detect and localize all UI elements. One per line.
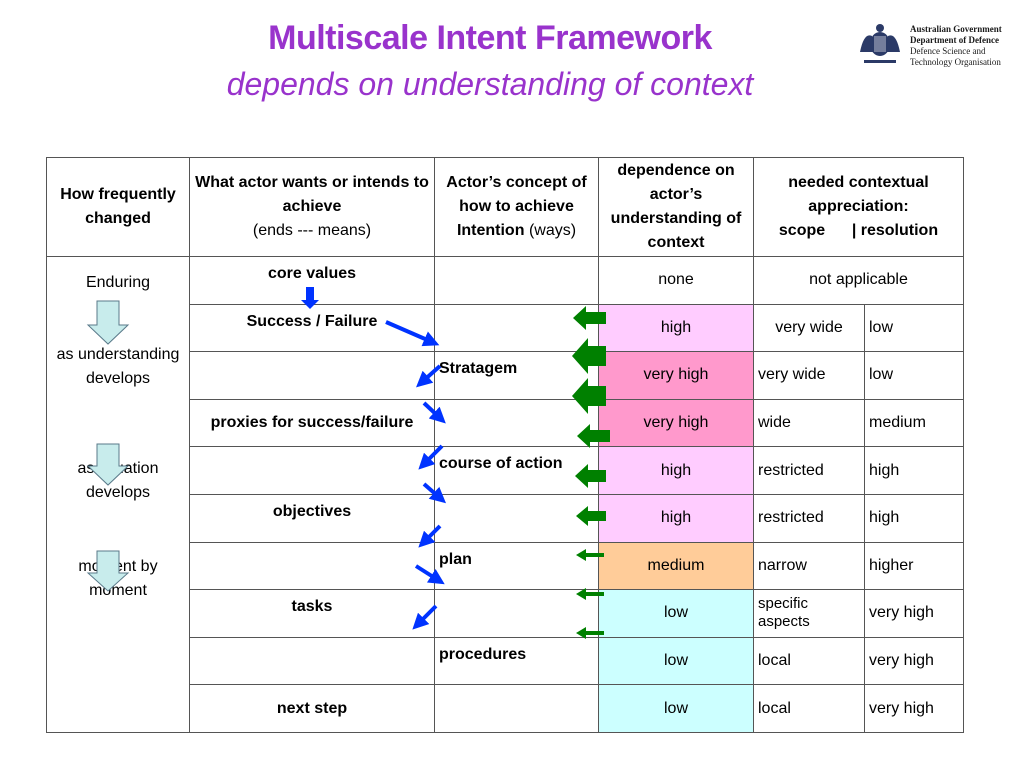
label-as-situation: as situation develops [77,460,159,501]
concept-cell [434,256,599,305]
concept-cell [434,493,599,543]
intent-cell: core values [189,256,435,305]
resolution-cell: low [864,351,964,400]
logo-text: Australian Government Department of Defe… [910,24,1002,68]
frequency-cell: Enduring as understanding develops as si… [46,256,190,733]
scope-cell: narrow [753,541,865,591]
concept-cell [434,398,599,448]
concept-cell: procedures [434,636,599,686]
coat-of-arms-icon [860,24,900,63]
intent-cell: proxies for success/failure [189,398,435,448]
scope-cell: very wide [753,303,865,353]
scope-cell: restricted [753,493,865,543]
intent-cell [189,636,435,686]
intent-framework-table: How frequently changed What actor wants … [46,157,964,733]
dependence-cell: very high [598,351,754,400]
dependence-cell: none [598,256,754,305]
label-moment: moment by moment [78,558,158,599]
table-row: objectives high restricted high [47,493,964,543]
resolution-cell: high [864,446,964,495]
slide-subtitle: depends on understanding of context [226,66,754,102]
concept-cell [434,303,599,353]
resolution-cell: very high [864,636,964,686]
header-intent-main: What actor wants or intends to achieve [195,174,429,215]
scope-cell: very wide [753,351,865,400]
intent-cell [189,541,435,591]
header-context-resolution: resolution [860,222,939,239]
logo-line-1: Australian Government [910,24,1002,34]
concept-cell [434,684,599,733]
scope-cell: local [753,684,865,733]
scope-cell: not applicable [753,256,964,305]
resolution-cell: very high [864,684,964,733]
down-arrow-slot-1 [51,295,185,343]
resolution-cell: medium [864,398,964,448]
header-row: How frequently changed What actor wants … [46,157,964,257]
intent-cell [189,446,435,495]
table-row: next step low local very high [47,684,964,733]
label-as-understanding: as understanding develops [56,346,180,387]
logo-line-4: Technology Organisation [910,57,1001,67]
concept-cell: course of action [434,446,599,495]
table-row: Success / Failure high very wide low [47,303,964,353]
scope-cell: local [753,636,865,686]
table-row: tasks low specific aspects very high [47,589,964,638]
header-dependence: dependence on actor’s understanding of c… [598,157,754,257]
logo-line-2: Department of Defence [910,35,999,45]
header-concept: Actor’s concept of how to achieve Intent… [434,157,599,257]
resolution-cell: higher [864,541,964,591]
australian-government-logo: Australian Government Department of Defe… [856,20,1016,70]
dependence-cell: very high [598,398,754,448]
logo-line-3: Defence Science and [910,46,986,56]
header-intent: What actor wants or intends to achieve (… [189,157,435,257]
dependence-cell: high [598,303,754,353]
intent-cell: Success / Failure [189,303,435,353]
concept-cell [434,589,599,638]
table-row: course of action high restricted high [47,446,964,495]
dependence-cell: low [598,589,754,638]
slide-title: Multiscale Intent Framework [268,19,712,57]
concept-cell: plan [434,541,599,591]
intent-cell: objectives [189,493,435,543]
header-context-separator: | [851,222,857,239]
label-enduring: Enduring [85,274,151,291]
intent-cell: next step [189,684,435,733]
table-row: plan medium narrow higher [47,541,964,591]
header-frequency: How frequently changed [46,157,190,257]
dependence-cell: low [598,684,754,733]
down-arrow-slot-3 [51,505,185,555]
resolution-cell: very high [864,589,964,638]
intent-cell: tasks [189,589,435,638]
header-concept-sub: (ways) [528,222,577,239]
header-context-scope: scope [778,222,826,239]
table-row: procedures low local very high [47,636,964,686]
header-context-main: needed contextual appreciation: [788,174,929,215]
down-arrow-slot-2 [51,391,185,457]
table-row: Enduring as understanding develops as si… [46,256,964,733]
scope-cell: restricted [753,446,865,495]
dependence-cell: high [598,493,754,543]
scope-cell: wide [753,398,865,448]
dependence-cell: high [598,446,754,495]
dependence-cell: medium [598,541,754,591]
dependence-cell: low [598,636,754,686]
resolution-cell: low [864,303,964,353]
resolution-cell: high [864,493,964,543]
header-intent-sub: (ends --- means) [252,222,372,239]
concept-cell: Stratagem [434,351,599,400]
scope-cell: specific aspects [753,589,865,638]
header-concept-main: Actor’s concept of how to achieve Intent… [446,174,587,239]
header-context: needed contextual appreciation: scope | … [753,157,964,257]
intent-cell [189,351,435,400]
